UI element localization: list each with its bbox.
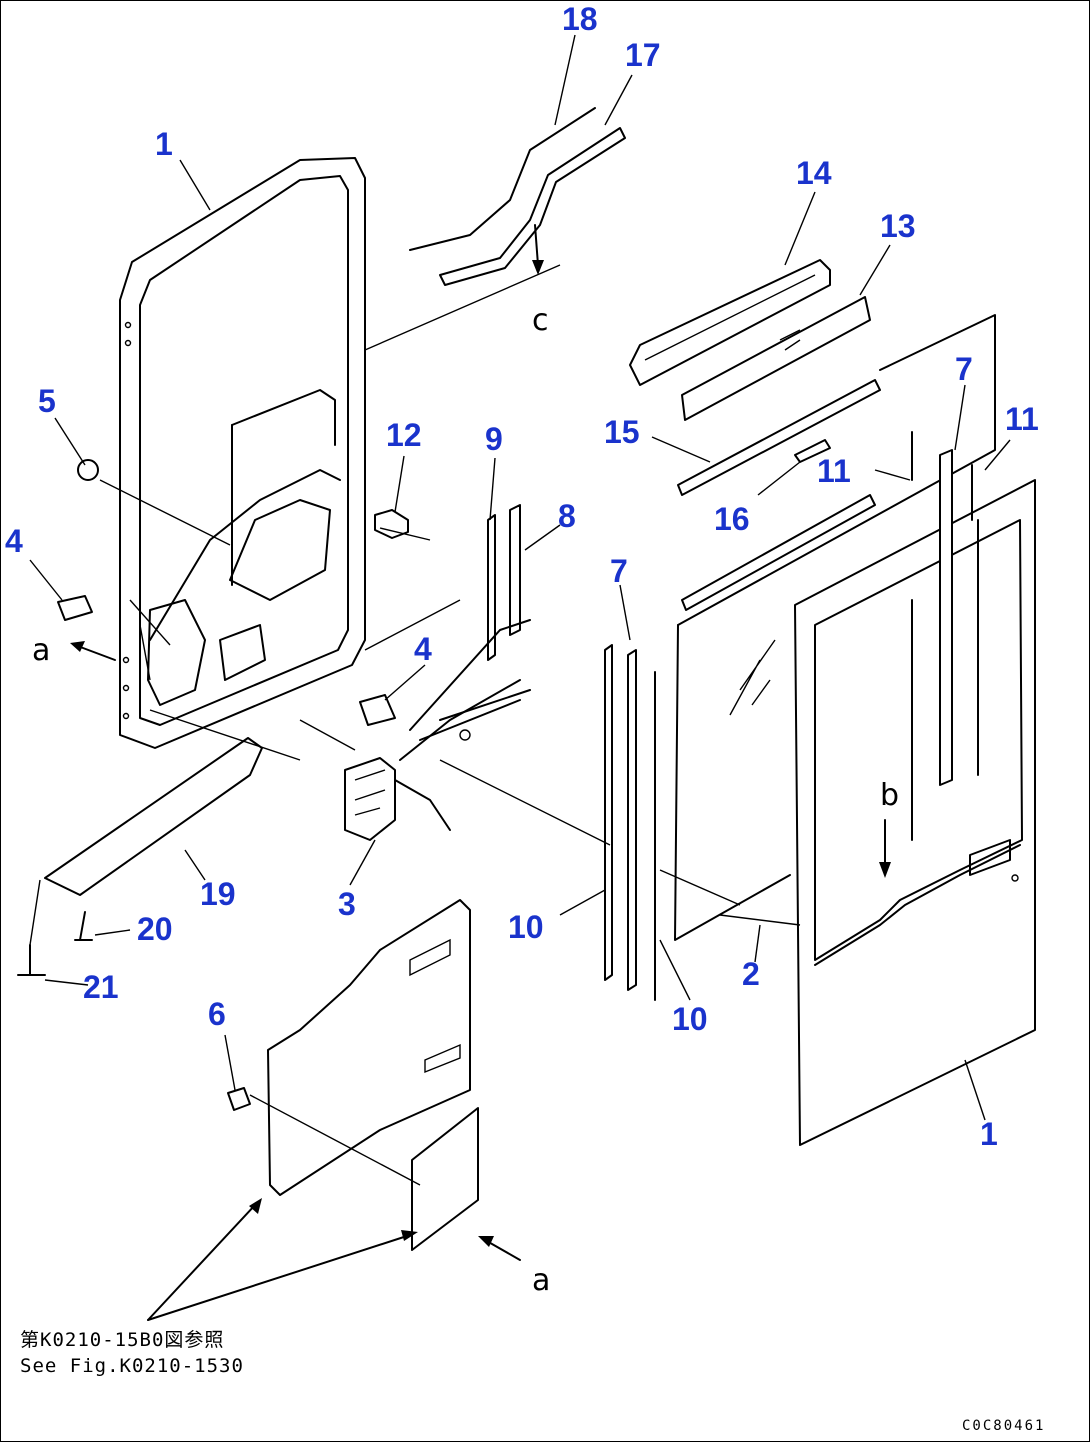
trim-panel	[267, 899, 471, 1196]
seal-strip	[681, 494, 876, 611]
callout-16: 16	[714, 501, 750, 537]
callout-4-upper: 4	[5, 523, 23, 559]
regulator	[399, 619, 531, 761]
door-skin-1	[794, 479, 1036, 1146]
guide-8	[509, 504, 521, 636]
callout-7-left: 7	[610, 553, 628, 589]
channel-7-left	[604, 644, 637, 991]
rod-18	[409, 107, 596, 251]
callout-labels: 1 1 2 3 4 4 5 6 7 7 8 9 10 10 11 11 12 1…	[5, 1, 1039, 1152]
insulation-sheet	[411, 1107, 479, 1251]
view-marker-a-bottom: a	[532, 1263, 550, 1298]
view-arrows	[70, 224, 891, 1321]
drawing-code: C0C80461	[962, 1418, 1046, 1434]
callout-14: 14	[796, 155, 832, 191]
callout-5: 5	[38, 383, 56, 419]
view-marker-c: c	[532, 303, 549, 338]
callout-11-left: 11	[817, 453, 851, 489]
view-marker-b: b	[880, 778, 899, 813]
rod-17	[439, 127, 626, 286]
view-markers: a a b c	[32, 303, 899, 1298]
clip-4-upper	[57, 595, 93, 621]
callout-12: 12	[386, 417, 422, 453]
callout-2: 2	[742, 956, 760, 992]
leader-lines	[29, 264, 801, 1186]
callout-leaders	[29, 34, 1011, 1121]
clip-4-lower	[359, 694, 396, 726]
callout-9: 9	[485, 421, 503, 457]
seal-16	[794, 439, 831, 463]
bumper-12	[374, 509, 409, 539]
callout-1-right: 1	[980, 1116, 998, 1152]
callout-11-right: 11	[1005, 401, 1039, 437]
callout-15: 15	[604, 414, 640, 450]
view-marker-a-left: a	[32, 633, 50, 668]
callout-10-left: 10	[508, 909, 544, 945]
reference-note-jp: 第K0210-15B0図参照	[20, 1329, 225, 1351]
callout-1-left: 1	[155, 126, 173, 162]
callout-7-right: 7	[955, 351, 973, 387]
upper-trim-14	[629, 259, 831, 386]
bolt-21	[17, 944, 46, 976]
callout-8: 8	[558, 498, 576, 534]
guide-9	[487, 514, 496, 661]
callout-18: 18	[562, 1, 598, 37]
callout-10-right: 10	[672, 1001, 708, 1037]
screw-20	[74, 911, 93, 941]
door-frame-1	[119, 157, 366, 749]
callout-13: 13	[880, 208, 916, 244]
cap-6	[227, 1087, 251, 1111]
callout-17: 17	[625, 37, 661, 73]
callout-20: 20	[137, 911, 173, 947]
plate-5	[77, 459, 99, 481]
channel-7-right	[939, 449, 953, 786]
callout-4-lower: 4	[414, 631, 432, 667]
upper-glass-13	[681, 296, 871, 421]
callout-3: 3	[338, 886, 356, 922]
lock-3	[344, 757, 451, 841]
reference-note-en: See Fig.K0210-1530	[20, 1355, 244, 1377]
callout-6: 6	[208, 996, 226, 1032]
rail-15	[677, 379, 881, 496]
channel-11	[911, 431, 979, 841]
grip-19	[44, 737, 263, 896]
glass-2	[674, 314, 996, 941]
callout-19: 19	[200, 876, 236, 912]
callout-21: 21	[83, 969, 119, 1005]
